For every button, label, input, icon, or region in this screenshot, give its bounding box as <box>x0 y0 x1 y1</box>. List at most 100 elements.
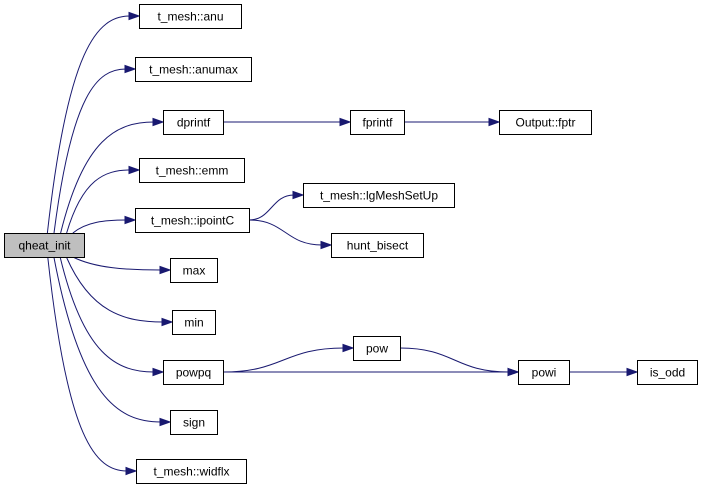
arrowhead-icon <box>342 343 355 353</box>
node-lgmeshsetup[interactable]: t_mesh::lgMeshSetUp <box>303 183 455 208</box>
edge-line <box>59 256 155 373</box>
node-label: sign <box>183 416 205 430</box>
node-label: powi <box>532 366 557 380</box>
edge-powpq-to-powi <box>223 367 520 377</box>
node-widflx[interactable]: t_mesh::widflx <box>136 459 247 484</box>
node-label: t_mesh::anumax <box>149 63 238 77</box>
node-fptr[interactable]: Output::fptr <box>499 110 592 135</box>
arrowhead-icon <box>488 117 501 127</box>
nodes-layer: qheat_init t_mesh::anut_mesh::anumaxdprin… <box>4 4 698 484</box>
edge-line <box>248 194 295 221</box>
node-box <box>4 233 85 258</box>
edge-qheat_init-to-emm <box>66 165 141 234</box>
node-box <box>303 183 455 208</box>
arrowhead-icon <box>152 367 165 377</box>
node-box <box>135 57 252 82</box>
node-label: hunt_bisect <box>347 239 409 253</box>
node-label: t_mesh::anu <box>157 10 223 24</box>
edge-line <box>222 347 345 373</box>
edge-ipointC-to-lgMeshSetUp <box>248 190 305 221</box>
edge-line <box>47 256 128 472</box>
node-is-odd[interactable]: is_odd <box>637 360 698 385</box>
node-box <box>331 233 424 258</box>
edge-qheat_init-to-widflx <box>47 256 138 476</box>
edge-qheat_init-to-powpq <box>59 256 165 377</box>
edge-qheat_init-to-dprintf <box>60 117 165 234</box>
arrowhead-icon <box>128 165 141 175</box>
edge-qheat_init-to-sign <box>53 256 172 427</box>
arrowhead-icon <box>124 64 137 74</box>
edge-line <box>65 256 164 323</box>
arrowhead-icon <box>320 240 333 250</box>
node-powpq[interactable]: powpq <box>163 360 224 385</box>
node-label: dprintf <box>177 116 211 130</box>
node-label: t_mesh::emm <box>156 164 229 178</box>
edge-pow-to-powi <box>399 347 520 377</box>
edge-line <box>46 15 131 234</box>
node-label: min <box>184 316 203 330</box>
node-box <box>163 360 224 385</box>
node-label: Output::fptr <box>515 116 575 130</box>
node-box <box>139 4 242 29</box>
node-box <box>170 410 218 435</box>
node-box <box>353 336 401 361</box>
node-box <box>518 360 570 385</box>
node-anumax[interactable]: t_mesh::anumax <box>135 57 252 82</box>
node-min[interactable]: min <box>172 310 216 335</box>
arrowhead-icon <box>159 265 172 275</box>
node-anu[interactable]: t_mesh::anu <box>139 4 242 29</box>
node-label: fprintf <box>362 116 393 130</box>
edge-line <box>66 169 131 234</box>
node-label: t_mesh::ipointC <box>151 214 235 228</box>
edge-line <box>60 121 155 234</box>
arrowhead-icon <box>159 417 172 427</box>
edge-line <box>399 347 510 373</box>
edge-powi-to-is_odd <box>569 367 639 377</box>
edge-line <box>72 256 162 271</box>
node-label: is_odd <box>650 366 685 380</box>
arrowhead-icon <box>626 367 639 377</box>
arrowhead-icon <box>161 317 174 327</box>
node-label: t_mesh::widflx <box>153 465 229 479</box>
node-powi[interactable]: powi <box>518 360 570 385</box>
edge-powpq-to-pow <box>222 343 355 373</box>
node-box <box>163 110 224 135</box>
node-label: t_mesh::lgMeshSetUp <box>320 189 438 203</box>
arrowhead-icon <box>292 190 305 200</box>
node-max[interactable]: max <box>170 258 218 283</box>
node-box <box>136 459 247 484</box>
edge-fprintf-to-fptr <box>404 117 501 127</box>
node-box <box>172 310 216 335</box>
node-dprintf[interactable]: dprintf <box>163 110 224 135</box>
node-box <box>139 158 245 183</box>
edge-line <box>53 68 127 234</box>
arrowhead-icon <box>124 215 137 225</box>
edge-qheat_init-to-anumax <box>53 64 137 234</box>
arrowhead-icon <box>128 11 141 21</box>
edge-dprintf-to-fprintf <box>223 117 352 127</box>
edge-qheat_init-to-min <box>65 256 174 327</box>
node-label: max <box>183 264 206 278</box>
edge-qheat_init-to-ipointC <box>72 215 137 234</box>
node-label: powpq <box>176 366 211 380</box>
node-label: pow <box>366 342 388 356</box>
edge-line <box>248 219 323 246</box>
edges-layer <box>46 11 639 476</box>
node-hunt-bisect[interactable]: hunt_bisect <box>331 233 424 258</box>
node-sign[interactable]: sign <box>170 410 218 435</box>
node-box <box>350 110 405 135</box>
edge-ipointC-to-hunt_bisect <box>248 219 333 250</box>
arrowhead-icon <box>339 117 352 127</box>
node-qheat-init[interactable]: qheat_init <box>4 233 85 258</box>
arrowhead-icon <box>152 117 165 127</box>
node-box <box>170 258 218 283</box>
node-box <box>135 208 250 233</box>
node-pow[interactable]: pow <box>353 336 401 361</box>
edge-qheat_init-to-anu <box>46 11 141 234</box>
node-emm[interactable]: t_mesh::emm <box>139 158 245 183</box>
node-ipointc[interactable]: t_mesh::ipointC <box>135 208 250 233</box>
node-label: qheat_init <box>18 239 71 253</box>
node-box <box>499 110 592 135</box>
edge-line <box>53 256 162 423</box>
node-fprintf[interactable]: fprintf <box>350 110 405 135</box>
